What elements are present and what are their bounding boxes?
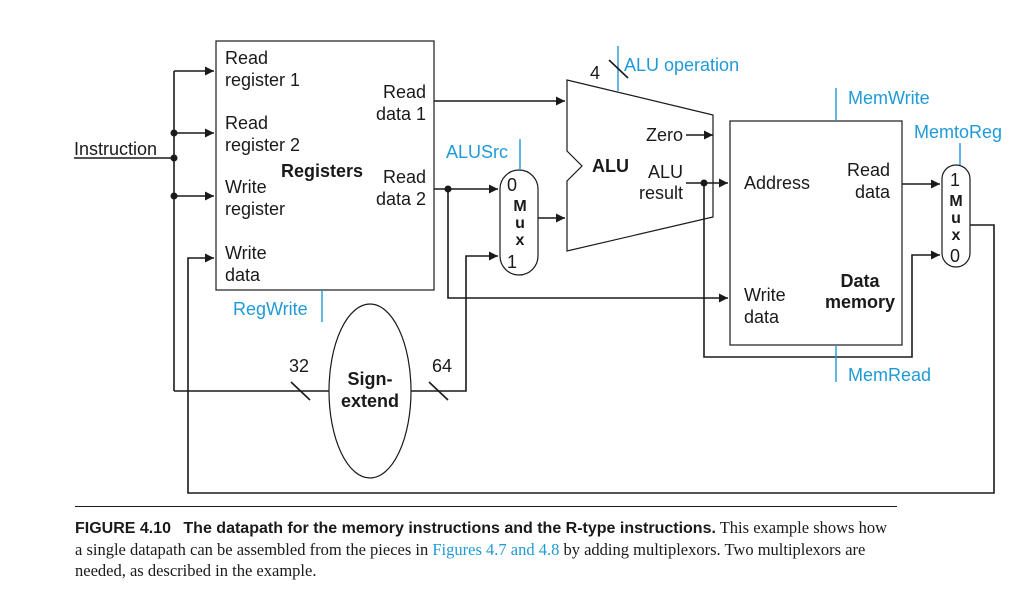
registers-title: Registers (281, 161, 363, 181)
figure-reference-link[interactable]: Figures 4.7 and 4.8 (432, 540, 560, 559)
datapath-diagram: Read register 1 Read register 2 Write re… (74, 40, 1002, 494)
sign-extend-input-bits: 32 (289, 356, 309, 376)
memory-write-data-label-line2: data (744, 307, 780, 327)
alu-result-label-line1: ALU (648, 162, 683, 182)
memory-write-data-label-line1: Write (744, 285, 786, 305)
memtoreg-mux-letter: M (949, 193, 962, 210)
read-data-1-label-line1: Read (383, 82, 426, 102)
write-data-label-line2: data (225, 265, 261, 285)
caption-text: This example shows how a single datapath… (75, 518, 888, 559)
alusrc-mux (499, 169, 539, 276)
read-data-2-label-line1: Read (383, 167, 426, 187)
alu-result-label-line2: result (639, 183, 683, 203)
address-label: Address (744, 173, 810, 193)
read-data-2-label-line2: data 2 (376, 189, 426, 209)
alu-title: ALU (592, 156, 629, 176)
register-file (215, 40, 435, 291)
memwrite-label: MemWrite (848, 88, 930, 108)
bit-width-slash (428, 381, 449, 401)
junction-dot (170, 129, 178, 137)
sign-extend-label-line1: Sign- (348, 369, 393, 389)
write-back-wire (187, 224, 995, 494)
read-register-1-label-line1: Read (225, 48, 268, 68)
memtoreg-label: MemtoReg (914, 122, 1002, 142)
memtoreg-mux-input-1: 1 (950, 170, 960, 190)
memread-label: MemRead (848, 365, 931, 385)
read-data-label-line1: Read (847, 160, 890, 180)
memtoreg-mux-input-0: 0 (950, 246, 960, 266)
alu-operation-bits: 4 (590, 63, 600, 83)
figure-title: The datapath for the memory instructions… (183, 520, 716, 537)
alusrc-mux-letter: x (516, 232, 525, 249)
alusrc-label: ALUSrc (446, 142, 508, 162)
figure-caption: FIGURE 4.10 The datapath for the memory … (75, 506, 897, 581)
sign-extend-output-bits: 64 (432, 356, 452, 376)
data-memory-title-line2: memory (825, 292, 895, 312)
write-data-memory-wire (447, 189, 728, 303)
write-data-label-line1: Write (225, 243, 267, 263)
alusrc-mux-letter: M (513, 198, 526, 215)
alusrc-mux-letter: u (515, 215, 525, 232)
figure-number: FIGURE 4.10 (75, 520, 172, 537)
read-register-2-label-line1: Read (225, 113, 268, 133)
alu-zero-label: Zero (646, 125, 683, 145)
read-data-label-line2: data (855, 182, 891, 202)
alu-operation-label: ALU operation (624, 55, 739, 75)
alusrc-mux-input-0: 0 (507, 175, 517, 195)
junction-dot (170, 192, 178, 200)
read-data-1-label-line2: data 1 (376, 104, 426, 124)
alu-result-bypass-wire (703, 183, 940, 358)
bit-width-slash (608, 59, 629, 79)
write-register-label-line1: Write (225, 177, 267, 197)
memtoreg-mux (941, 164, 971, 268)
data-memory-title-line1: Data (840, 271, 880, 291)
alusrc-mux-input-1: 1 (507, 252, 517, 272)
memtoreg-mux-letter: x (952, 227, 961, 244)
regwrite-label: RegWrite (233, 299, 308, 319)
bit-width-slash (290, 381, 311, 401)
read-register-1-label-line2: register 1 (225, 70, 300, 90)
data-memory (729, 120, 903, 346)
read-register-2-label-line2: register 2 (225, 135, 300, 155)
junction-dot (170, 154, 178, 162)
instruction-label: Instruction (74, 139, 157, 159)
memtoreg-mux-letter: u (951, 210, 961, 227)
sign-extend-label-line2: extend (341, 391, 399, 411)
write-register-label-line2: register (225, 199, 285, 219)
caption-text: by adding multiplexors. Two multiplexors… (75, 540, 866, 580)
alu-unit (566, 79, 714, 252)
